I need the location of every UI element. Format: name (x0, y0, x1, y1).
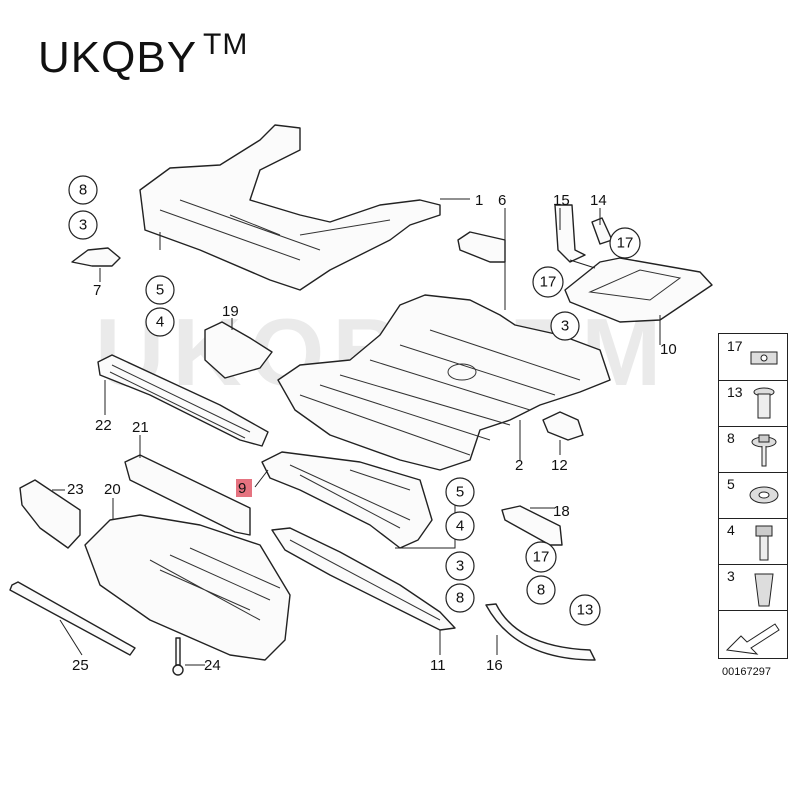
callout-21: 21 (132, 419, 149, 436)
circled-callout-4-a: 4 (145, 307, 175, 337)
part-12-cover[interactable] (542, 411, 584, 441)
legend-row-8: 8 (719, 426, 787, 473)
leader-lines (52, 198, 661, 666)
circled-callout-3-a: 3 (68, 210, 98, 240)
svg-text:8: 8 (537, 582, 545, 599)
callout-10: 10 (660, 341, 677, 358)
callout-11: 11 (430, 657, 446, 674)
callout-22: 22 (95, 417, 112, 434)
svg-text:17: 17 (540, 274, 557, 291)
callout-2: 2 (515, 457, 523, 474)
washer-icon (749, 486, 779, 504)
part-10-side-panel[interactable] (564, 257, 713, 323)
callout-19: 19 (222, 303, 239, 320)
svg-text:8: 8 (456, 590, 464, 607)
callout-15: 15 (553, 192, 570, 209)
legend-row-17: 17 (719, 334, 787, 381)
part-18-bracket[interactable] (501, 505, 563, 546)
callout-16: 16 (486, 657, 503, 674)
circled-callout-17-a: 17 (609, 227, 641, 259)
svg-text:17: 17 (533, 549, 550, 566)
part-24-screw[interactable] (175, 637, 181, 666)
svg-text:4: 4 (156, 314, 164, 331)
callout-1: 1 (475, 192, 483, 209)
spring-nut-icon (754, 573, 774, 607)
callout-20: 20 (104, 481, 121, 498)
part-24-screw-head[interactable] (172, 664, 184, 676)
part-16-wheel-arch-trim[interactable] (485, 603, 596, 661)
legend-arrow-row (719, 610, 787, 656)
circled-callout-3-b: 3 (550, 311, 580, 341)
highlight-box-9 (236, 479, 252, 497)
svg-text:17: 17 (617, 235, 634, 252)
part-25-trim-strip[interactable] (9, 581, 136, 656)
part-23-side-guard[interactable] (19, 479, 81, 549)
part-1-underbody-shield[interactable] (139, 124, 441, 291)
fastener-legend: 17 13 8 5 4 3 (718, 333, 788, 659)
legend-row-13: 13 (719, 380, 787, 427)
svg-text:5: 5 (456, 484, 464, 501)
svg-text:4: 4 (456, 518, 464, 535)
legend-row-5: 5 (719, 472, 787, 519)
direction-arrow-icon (725, 623, 780, 655)
part-2-main-underbody-panel[interactable] (277, 294, 611, 471)
svg-text:5: 5 (156, 282, 164, 299)
circled-callout-3-c: 3 (445, 551, 475, 581)
callout-18: 18 (553, 503, 570, 520)
trademark-mark: TM (203, 28, 249, 61)
circled-callout-8-b: 8 (445, 583, 475, 613)
legend-row-4: 4 (719, 518, 787, 565)
svg-text:8: 8 (79, 182, 87, 199)
circled-callout-4-b: 4 (445, 511, 475, 541)
callout-23: 23 (67, 481, 84, 498)
svg-text:3: 3 (79, 217, 87, 234)
callout-7: 7 (93, 282, 101, 299)
callout-6: 6 (498, 192, 506, 209)
circled-callout-5-a: 5 (145, 275, 175, 305)
part-7-bracket[interactable] (71, 247, 121, 267)
circled-callout-8-a: 8 (68, 175, 98, 205)
clip-nut-icon (750, 351, 778, 365)
document-number: 00167297 (722, 666, 771, 678)
circled-callout-17-c: 17 (525, 541, 557, 573)
part-15-bracket[interactable] (554, 204, 586, 263)
legend-row-3: 3 (719, 564, 787, 611)
svg-text:3: 3 (561, 318, 569, 335)
callout-14: 14 (590, 192, 607, 209)
callout-12: 12 (551, 457, 568, 474)
callout-9: 9 (238, 480, 246, 497)
circled-callout-8-c: 8 (526, 575, 556, 605)
svg-text:13: 13 (577, 602, 594, 619)
callout-25: 25 (72, 657, 89, 674)
part-14-bracket[interactable] (591, 217, 613, 245)
part-20-lower-shield[interactable] (84, 514, 291, 661)
circled-callout-5-b: 5 (445, 477, 475, 507)
push-rivet-icon (753, 387, 775, 419)
part-6-bracket[interactable] (457, 231, 506, 263)
circled-callout-13: 13 (569, 594, 601, 626)
callout-24: 24 (204, 657, 221, 674)
svg-text:3: 3 (456, 558, 464, 575)
brand-name: UKQBY (38, 33, 198, 82)
flange-screw-icon (751, 434, 777, 467)
circled-callout-17-b: 17 (532, 266, 564, 298)
hex-bolt-icon (755, 525, 773, 561)
part-22-front-rail[interactable] (97, 354, 269, 447)
part-19-bracket[interactable] (204, 321, 273, 379)
